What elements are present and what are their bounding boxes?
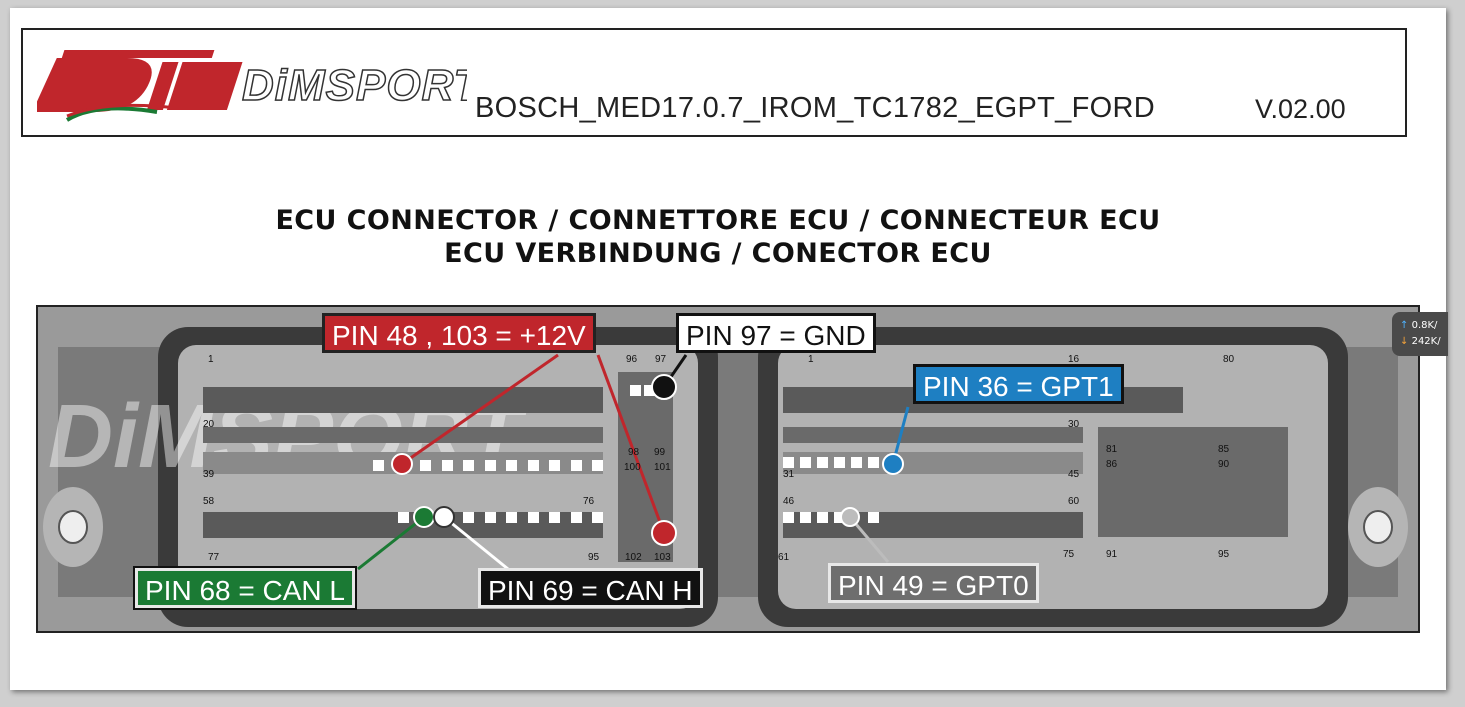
title-line-1: ECU CONNECTOR / CONNETTORE ECU / CONNECT… xyxy=(275,205,1161,236)
svg-text:81: 81 xyxy=(1106,444,1118,455)
svg-text:98: 98 xyxy=(628,447,640,458)
svg-text:102: 102 xyxy=(625,552,642,563)
svg-text:16: 16 xyxy=(1068,354,1080,365)
pin-36-marker xyxy=(882,453,904,475)
header-box: DiMSPORT BOSCH_MED17.0.7_IROM_TC1782_EGP… xyxy=(21,28,1407,137)
svg-text:60: 60 xyxy=(1068,496,1080,507)
download-speed: ↓ 242K/ xyxy=(1400,336,1441,347)
svg-text:86: 86 xyxy=(1106,459,1118,470)
pin-label-power: PIN 48 , 103 = +12V xyxy=(322,313,596,353)
title-line-2: ECU VERBINDUNG / CONECTOR ECU xyxy=(444,238,992,269)
svg-text:77: 77 xyxy=(208,552,220,563)
upload-speed: ↑ 0.8K/ xyxy=(1400,320,1438,331)
svg-text:31: 31 xyxy=(783,469,795,480)
connector-drawing: DiMSPORT xyxy=(38,307,1418,631)
svg-text:95: 95 xyxy=(1218,549,1230,560)
pin-label-can-h: PIN 69 = CAN H xyxy=(478,568,703,608)
svg-text:1: 1 xyxy=(208,354,214,365)
right-pin-numbers: 1 16 30 31 45 46 60 61 75 80 81 85 86 90… xyxy=(778,354,1235,563)
pin-103-marker xyxy=(651,520,677,546)
svg-text:45: 45 xyxy=(1068,469,1080,480)
ecu-connector-photo: DiMSPORT xyxy=(36,305,1420,633)
version-label: V.02.00 xyxy=(1255,94,1346,124)
svg-text:91: 91 xyxy=(1106,549,1118,560)
pin-label-ground: PIN 97 = GND xyxy=(676,313,876,353)
svg-text:101: 101 xyxy=(654,462,671,473)
svg-text:80: 80 xyxy=(1223,354,1235,365)
svg-text:46: 46 xyxy=(783,496,795,507)
svg-text:58: 58 xyxy=(203,496,215,507)
svg-text:30: 30 xyxy=(1068,419,1080,430)
pin-48-marker xyxy=(391,453,413,475)
pin-label-can-l: PIN 68 = CAN L xyxy=(133,566,357,610)
svg-text:85: 85 xyxy=(1218,444,1230,455)
svg-text:96: 96 xyxy=(626,354,638,365)
pin-49-marker xyxy=(840,507,860,527)
svg-text:75: 75 xyxy=(1063,549,1075,560)
network-speed-widget[interactable]: ↑ 0.8K/ ↓ 242K/ xyxy=(1392,312,1448,356)
svg-text:76: 76 xyxy=(583,496,595,507)
left-pin-numbers: 1 20 39 58 77 96 97 98 99 100 101 102 10… xyxy=(203,354,671,563)
pin-label-gpt1: PIN 36 = GPT1 xyxy=(913,364,1124,404)
download-arrow-icon: ↓ xyxy=(1400,336,1409,347)
svg-text:20: 20 xyxy=(203,419,215,430)
svg-text:95: 95 xyxy=(588,552,600,563)
svg-text:61: 61 xyxy=(778,552,790,563)
svg-text:100: 100 xyxy=(624,462,641,473)
upload-arrow-icon: ↑ xyxy=(1400,320,1409,331)
pin-68-marker xyxy=(413,506,435,528)
svg-text:97: 97 xyxy=(655,354,667,365)
svg-text:99: 99 xyxy=(654,447,666,458)
ecu-identifier: BOSCH_MED17.0.7_IROM_TC1782_EGPT_FORD xyxy=(475,92,1155,124)
svg-text:103: 103 xyxy=(654,552,671,563)
pin-label-gpt0: PIN 49 = GPT0 xyxy=(828,563,1039,603)
dimsport-logo: DiMSPORT xyxy=(37,50,467,122)
svg-text:90: 90 xyxy=(1218,459,1230,470)
svg-text:1: 1 xyxy=(808,354,814,365)
logo-text: DiMSPORT xyxy=(242,61,467,110)
pin-69-marker xyxy=(433,506,455,528)
svg-text:39: 39 xyxy=(203,469,215,480)
pin-97-marker xyxy=(651,374,677,400)
